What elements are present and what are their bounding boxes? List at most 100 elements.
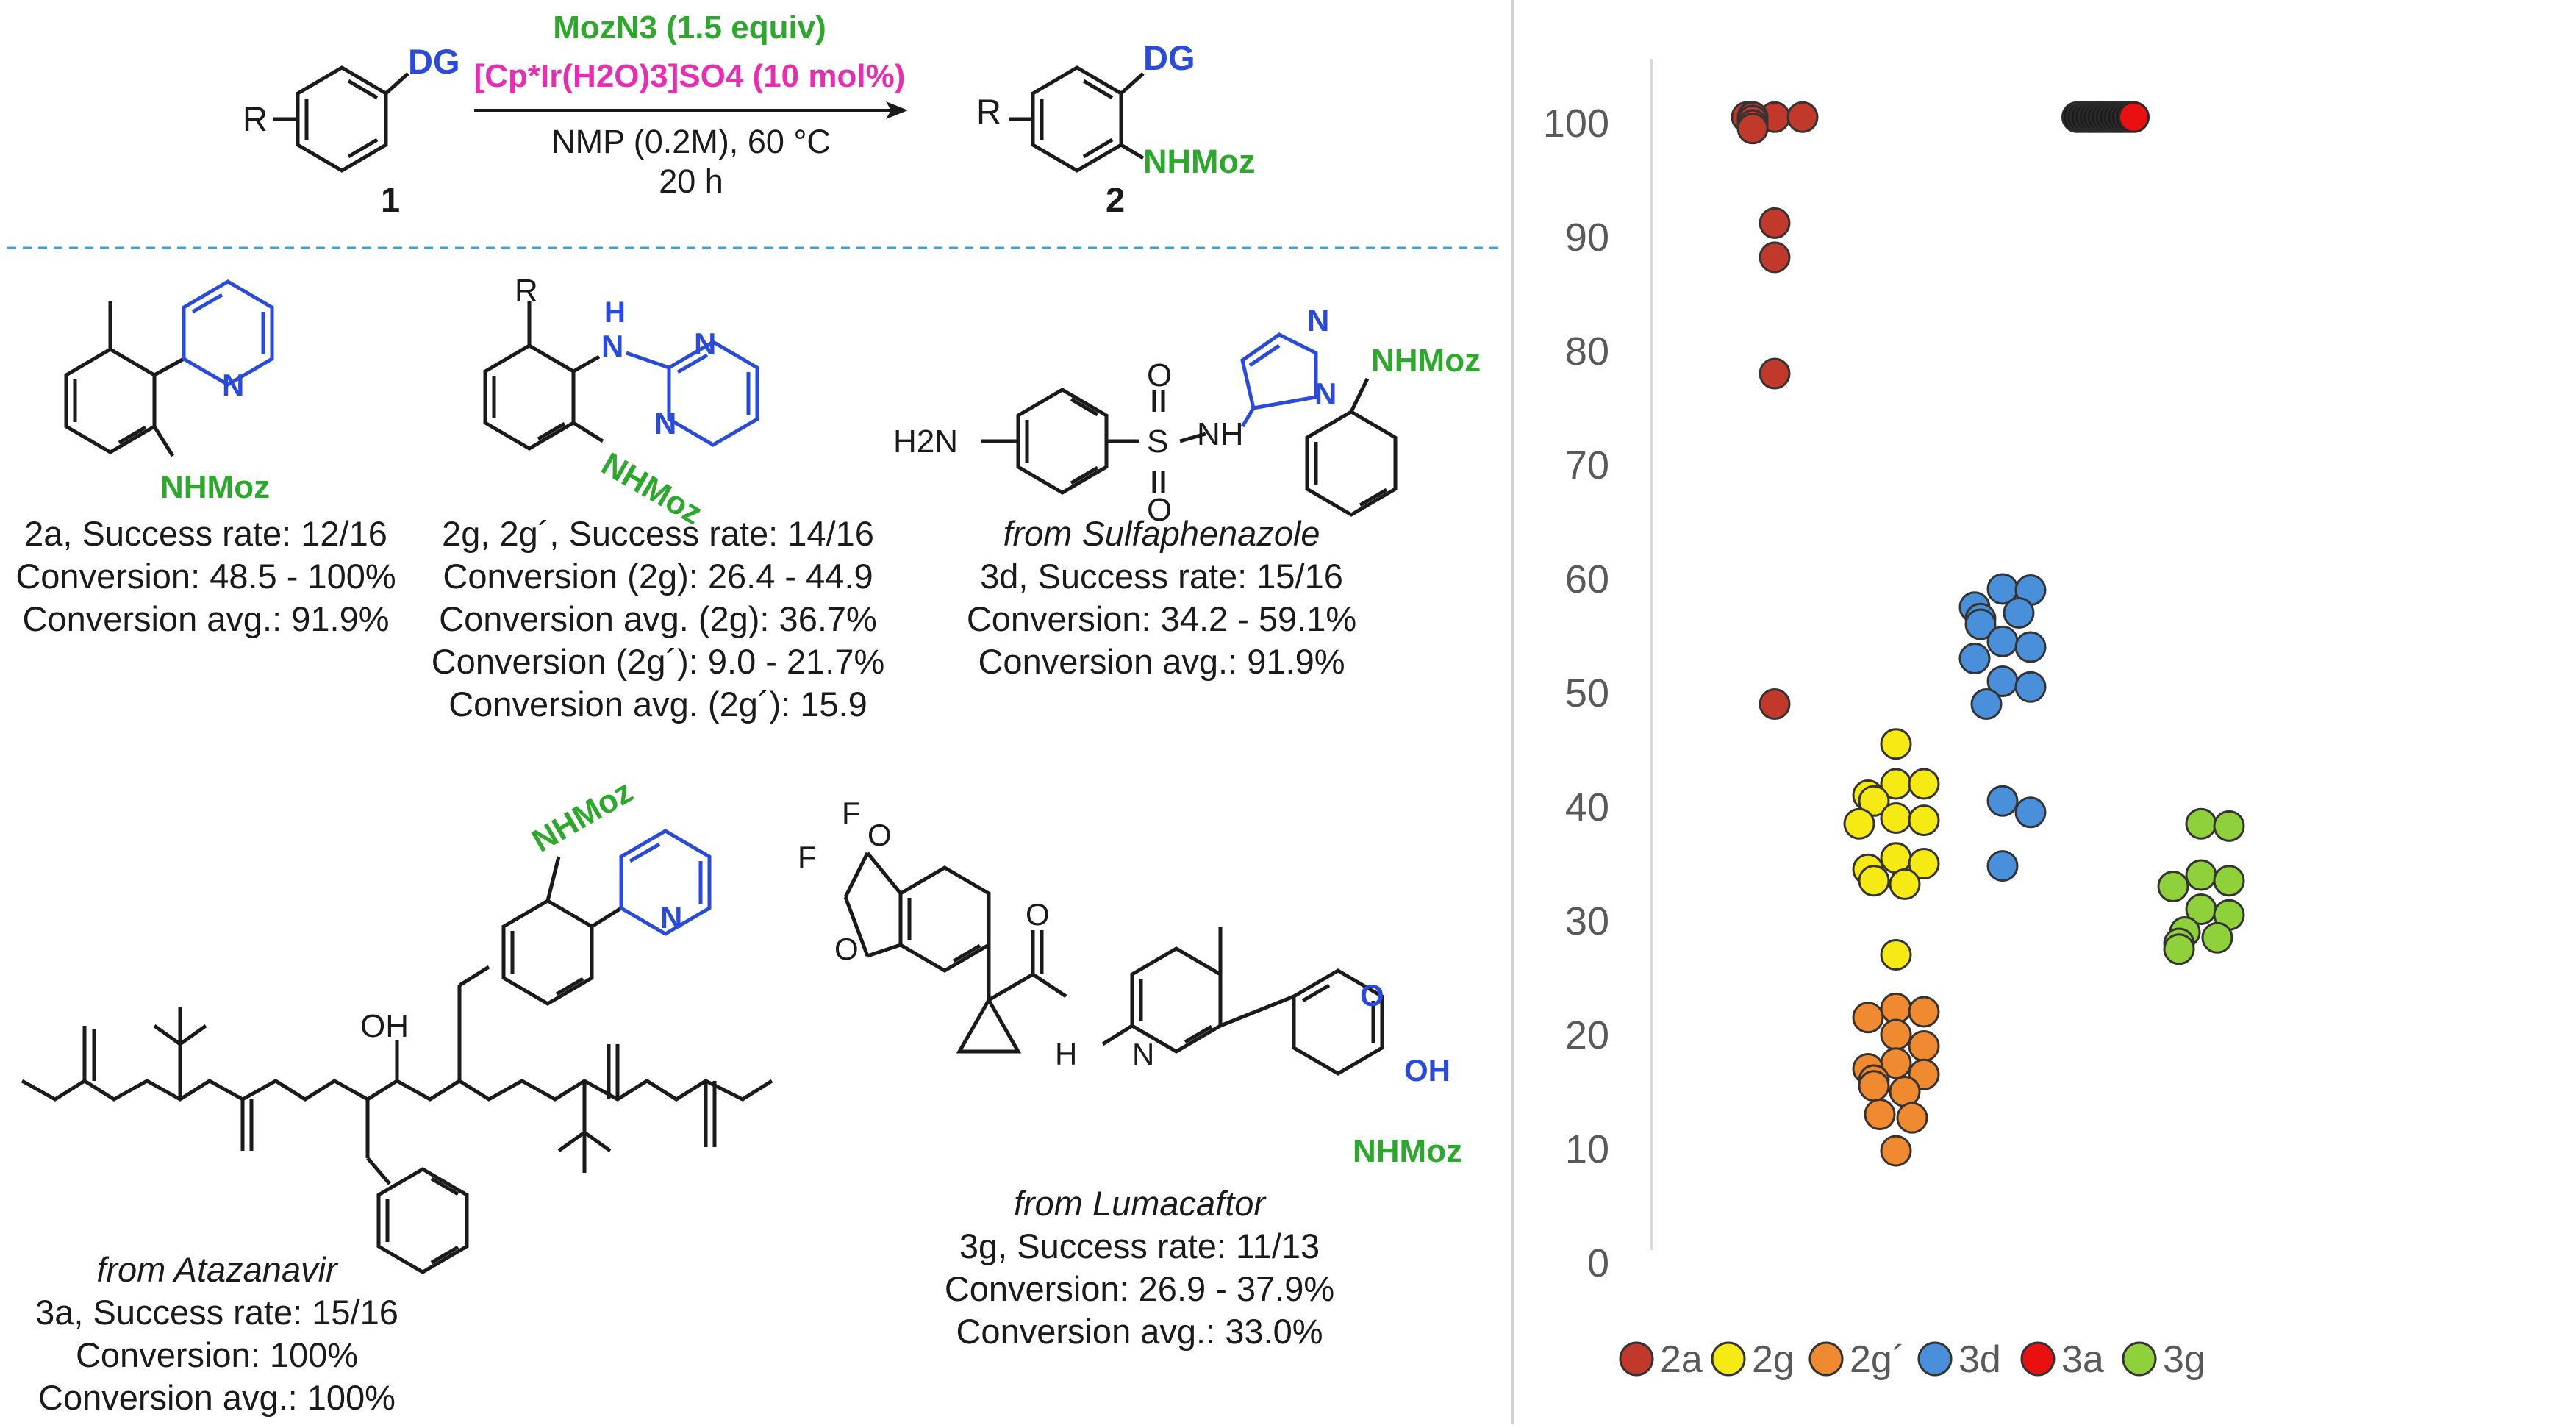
legend-marker-2g xyxy=(1711,1341,1746,1377)
structure-3a-pyridine xyxy=(619,829,712,936)
point-2g-8 xyxy=(1880,842,1912,874)
y-tick-label-5: 50 xyxy=(1565,671,1609,715)
structure-2g-pyrimidine xyxy=(626,340,759,447)
structure-3d xyxy=(981,377,1398,517)
caption-2g-line-3: Conversion avg. (2g): 36.7% xyxy=(439,599,877,638)
structure-3g-o-blue: O xyxy=(1360,978,1384,1013)
reactant-r-label: R xyxy=(243,99,268,138)
structure-3d-o1: O xyxy=(1147,357,1172,393)
structure-3g-n: N xyxy=(1132,1037,1154,1071)
reaction-arrow xyxy=(474,101,908,119)
caption-2g-line-4: Conversion (2g´): 9.0 - 21.7% xyxy=(431,642,885,681)
structure-3g-oh-blue: OH xyxy=(1404,1053,1450,1088)
point-2g-6 xyxy=(1908,804,1940,837)
structure-3d-o2: O xyxy=(1147,492,1172,528)
point-2gp-0 xyxy=(1880,992,1912,1024)
structure-3a-oh: OH xyxy=(360,1008,409,1044)
point-3g-2 xyxy=(2185,859,2217,891)
caption-3d-line-3: Conversion avg.: 91.9% xyxy=(978,642,1345,681)
point-3d-12 xyxy=(1986,785,2019,817)
caption-3g-line-3: Conversion avg.: 33.0% xyxy=(956,1312,1323,1351)
product-benzene-ring xyxy=(1009,65,1145,173)
y-tick-label-9: 90 xyxy=(1565,215,1609,260)
point-2g-12 xyxy=(1889,868,1921,900)
caption-3a-line-1: 3a, Success rate: 15/16 xyxy=(35,1293,398,1332)
point-3g-3 xyxy=(2213,865,2245,897)
conditions-line-1: NMP (0.2M), 60 °C xyxy=(551,123,831,160)
structure-3d-nh: NH xyxy=(1197,416,1244,452)
point-2a-10 xyxy=(1759,357,1791,390)
point-2gp-11 xyxy=(1864,1099,1896,1130)
caption-3d-line-1: 3d, Success rate: 15/16 xyxy=(980,557,1343,596)
structure-3g-nh: H xyxy=(1055,1037,1077,1071)
legend-label-3d: 3d xyxy=(1958,1338,2001,1381)
y-tick-label-7: 70 xyxy=(1565,443,1609,488)
legend-label-3g: 3g xyxy=(2163,1338,2205,1381)
reactant-benzene-ring xyxy=(273,65,409,173)
point-3d-13 xyxy=(2014,796,2047,829)
point-2gp-4 xyxy=(1908,1030,1940,1062)
reactant-number: 1 xyxy=(381,180,400,219)
y-tick-label-6: 60 xyxy=(1565,557,1609,601)
structure-3g-nhmoz: NHMoz xyxy=(1353,1133,1462,1169)
point-3d-5 xyxy=(1964,608,1997,640)
point-2g-5 xyxy=(1880,802,1912,834)
point-3d-6 xyxy=(1986,625,2019,657)
point-3d-3 xyxy=(2003,597,2035,629)
conditions-line-2: 20 h xyxy=(659,163,723,200)
point-2gp-1 xyxy=(1908,996,1940,1028)
structure-3d-n1: N xyxy=(1307,303,1329,338)
point-2a-8 xyxy=(1759,207,1791,239)
product-dg-label: DG xyxy=(1143,38,1195,77)
legend-label-2a: 2a xyxy=(1660,1338,1703,1381)
product-number: 2 xyxy=(1106,180,1125,219)
structure-3g-o1: O xyxy=(867,818,892,852)
reaction-scheme: R DG 1 MozN3 (1.5 equiv) [Cp*Ir(H2O)3]SO… xyxy=(7,10,1504,249)
point-2g-11 xyxy=(1858,865,1890,897)
caption-3g-line-2: Conversion: 26.9 - 37.9% xyxy=(944,1269,1335,1308)
y-tick-label-3: 30 xyxy=(1565,899,1609,943)
structure-3a-benzyl-ring xyxy=(376,1167,469,1274)
y-tick-label-0: 0 xyxy=(1587,1241,1609,1285)
point-3d-8 xyxy=(1958,643,1991,674)
point-3g-10 xyxy=(2163,933,2195,965)
compound-structures: N NHMoz R H N N N NHMoz H2N S xyxy=(21,273,1481,1274)
caption-3d: from Sulfaphenazole 3d, Success rate: 15… xyxy=(934,513,1389,683)
point-2gp-3 xyxy=(1880,1018,1912,1051)
caption-3d-line-2: Conversion: 34.2 - 59.1% xyxy=(966,599,1357,638)
structure-3d-pyrazole xyxy=(1240,332,1318,428)
caption-3a-line-3: Conversion avg.: 100% xyxy=(38,1378,396,1417)
y-tick-label-10: 100 xyxy=(1543,101,1609,146)
structure-3a xyxy=(21,965,773,1185)
legend-label-2gp: 2g´ xyxy=(1850,1338,1905,1381)
structure-3a-n: N xyxy=(660,900,682,935)
legend-label-2g: 2g xyxy=(1752,1338,1795,1381)
structure-2a xyxy=(64,301,185,457)
legend-marker-3d xyxy=(1917,1341,1953,1377)
structure-2a-nhmoz: NHMoz xyxy=(160,469,270,505)
caption-3a: from Atazanavir 3a, Success rate: 15/16 … xyxy=(0,1249,434,1419)
caption-2g-line-1: 2g, 2g´, Success rate: 14/16 xyxy=(442,514,874,553)
caption-2g-line-2: Conversion (2g): 26.4 - 44.9 xyxy=(443,557,873,596)
point-2g-0 xyxy=(1880,728,1912,760)
point-2a-1 xyxy=(1786,101,1819,133)
caption-2a-line-3: Conversion avg.: 91.9% xyxy=(22,599,390,638)
point-2a-11 xyxy=(1759,688,1791,720)
point-2g-7 xyxy=(1843,807,1875,840)
caption-2a-line-2: Conversion: 48.5 - 100% xyxy=(15,557,396,596)
caption-3a-source: from Atazanavir xyxy=(96,1250,337,1289)
legend-marker-2gp xyxy=(1808,1341,1844,1377)
structure-2g-r: R xyxy=(515,273,538,309)
structure-2g-n: N xyxy=(601,329,623,363)
structure-3a-nhmoz: NHMoz xyxy=(526,774,640,860)
structure-2a-n: N xyxy=(222,368,244,402)
caption-2g-line-5: Conversion avg. (2g´): 15.9 xyxy=(448,685,867,724)
caption-2a: 2a, Success rate: 12/16 Conversion: 48.5… xyxy=(0,513,412,640)
reagent-line-1: MozN3 (1.5 equiv) xyxy=(553,10,826,46)
point-2a-7 xyxy=(1736,113,1769,145)
reagent-line-2: [Cp*Ir(H2O)3]SO4 (10 mol%) xyxy=(474,58,906,94)
point-3g-4 xyxy=(2157,871,2189,902)
point-2a-9 xyxy=(1759,241,1791,274)
point-2gp-10 xyxy=(1889,1076,1921,1107)
